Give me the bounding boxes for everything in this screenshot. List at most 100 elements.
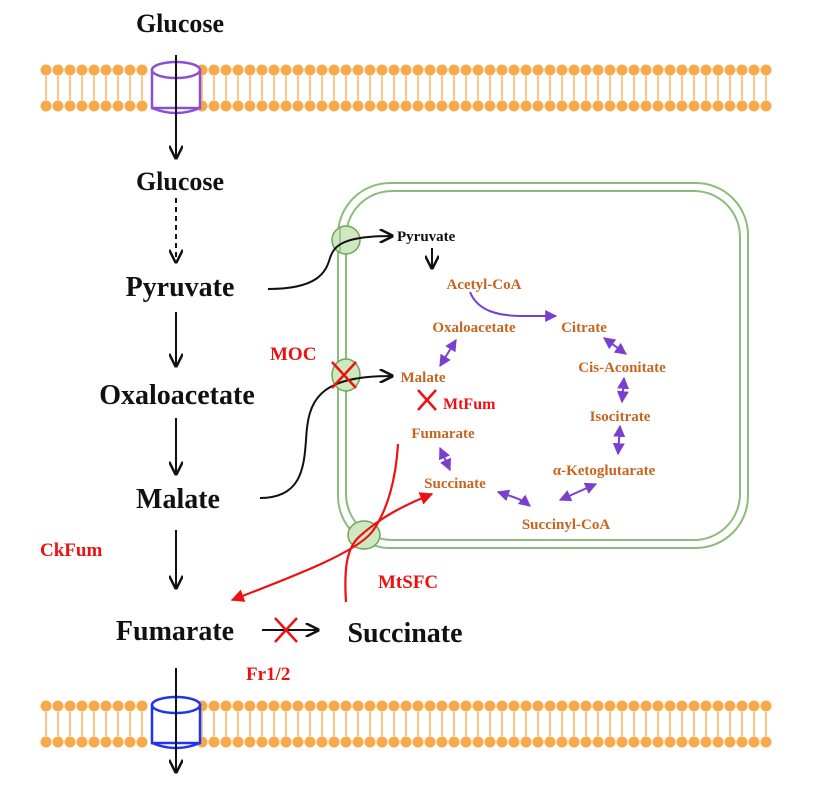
citrate-label: Citrate <box>561 320 607 336</box>
lipid-head <box>628 736 640 748</box>
lipid-head <box>640 64 652 76</box>
lipid-head <box>136 100 148 112</box>
fr-x-mark <box>274 617 298 643</box>
lipid-head <box>76 736 88 748</box>
lipid-head <box>616 700 628 712</box>
lipid-head <box>748 100 760 112</box>
lipid-head <box>112 64 124 76</box>
lipid-head <box>412 100 424 112</box>
lipid-head <box>352 100 364 112</box>
fumarate-label: Fumarate <box>116 616 234 647</box>
lipid-head <box>256 736 268 748</box>
lipid-head <box>640 100 652 112</box>
mito-pyruvate-label: Pyruvate <box>397 229 456 245</box>
lipid-head <box>124 700 136 712</box>
lipid-head <box>484 100 496 112</box>
lipid-head <box>700 64 712 76</box>
lipid-head <box>616 64 628 76</box>
arrow-malate-import <box>259 376 392 499</box>
lipid-head <box>316 700 328 712</box>
lipid-head <box>628 100 640 112</box>
lipid-head <box>580 700 592 712</box>
lipid-head <box>544 700 556 712</box>
lipid-head <box>232 64 244 76</box>
mtsfc-carrier <box>347 520 381 550</box>
lipid-head <box>568 100 580 112</box>
lipid-head <box>616 100 628 112</box>
lipid-head <box>424 736 436 748</box>
lipid-head <box>88 736 100 748</box>
lipid-head <box>724 64 736 76</box>
lipid-head <box>556 64 568 76</box>
lipid-head <box>100 700 112 712</box>
lipid-head <box>736 700 748 712</box>
lipid-head <box>292 736 304 748</box>
lipid-head <box>592 100 604 112</box>
lipid-head <box>76 100 88 112</box>
lipid-head <box>460 736 472 748</box>
lipid-head <box>664 700 676 712</box>
lipid-head <box>40 736 52 748</box>
succinyl-coa-label: Succinyl-CoA <box>522 517 611 533</box>
oxaloacetate-label: Oxaloacetate <box>99 380 255 411</box>
lipid-head <box>712 700 724 712</box>
lipid-head <box>700 736 712 748</box>
fr-label: Fr1/2 <box>246 664 290 685</box>
lipid-head <box>388 100 400 112</box>
arrow-malate-oxaloacetate <box>439 338 457 368</box>
lipid-head <box>424 64 436 76</box>
lipid-head <box>52 100 64 112</box>
arrow-pyruvate-import <box>267 236 392 290</box>
lipid-head <box>256 100 268 112</box>
lipid-head <box>292 700 304 712</box>
lipid-head <box>604 736 616 748</box>
lipid-head <box>760 100 772 112</box>
lipid-head <box>52 700 64 712</box>
mito-fumarate-label: Fumarate <box>411 426 475 442</box>
lipid-head <box>628 64 640 76</box>
arrow-isocitrate-ketoglutarate <box>612 424 626 456</box>
lipid-head <box>532 700 544 712</box>
lipid-head <box>436 736 448 748</box>
lipid-head <box>448 700 460 712</box>
lipid-head <box>304 64 316 76</box>
lipid-head <box>208 736 220 748</box>
lipid-head <box>364 64 376 76</box>
lipid-head <box>304 100 316 112</box>
lipid-head <box>688 736 700 748</box>
lipid-head <box>40 64 52 76</box>
lipid-head <box>760 64 772 76</box>
lipid-head <box>40 700 52 712</box>
lipid-head <box>316 736 328 748</box>
inhibition-marks <box>274 361 437 643</box>
lipid-head <box>292 64 304 76</box>
lipid-head <box>556 100 568 112</box>
lipid-head <box>724 700 736 712</box>
lipid-head <box>364 736 376 748</box>
acetyl-coa-label: Acetyl-CoA <box>447 277 522 293</box>
pyruvate-carrier <box>331 225 361 255</box>
lipid-head <box>352 736 364 748</box>
lipid-head <box>520 700 532 712</box>
lipid-head <box>400 64 412 76</box>
lipid-head <box>412 700 424 712</box>
lipid-head <box>100 100 112 112</box>
lipid-head <box>424 100 436 112</box>
glucose-outside-label: Glucose <box>136 9 224 38</box>
lipid-head <box>100 64 112 76</box>
lipid-head <box>520 100 532 112</box>
lipid-head <box>712 64 724 76</box>
lipid-head <box>664 100 676 112</box>
lipid-head <box>220 700 232 712</box>
lipid-head <box>544 736 556 748</box>
lipid-head <box>40 100 52 112</box>
lipid-head <box>232 736 244 748</box>
lipid-head <box>508 100 520 112</box>
lipid-head <box>280 736 292 748</box>
arrow-ketoglutarate-succinylcoa <box>558 482 598 502</box>
lipid-head <box>436 64 448 76</box>
lipid-head <box>520 64 532 76</box>
lipid-head <box>724 100 736 112</box>
lipid-head <box>736 64 748 76</box>
lipid-head <box>472 736 484 748</box>
